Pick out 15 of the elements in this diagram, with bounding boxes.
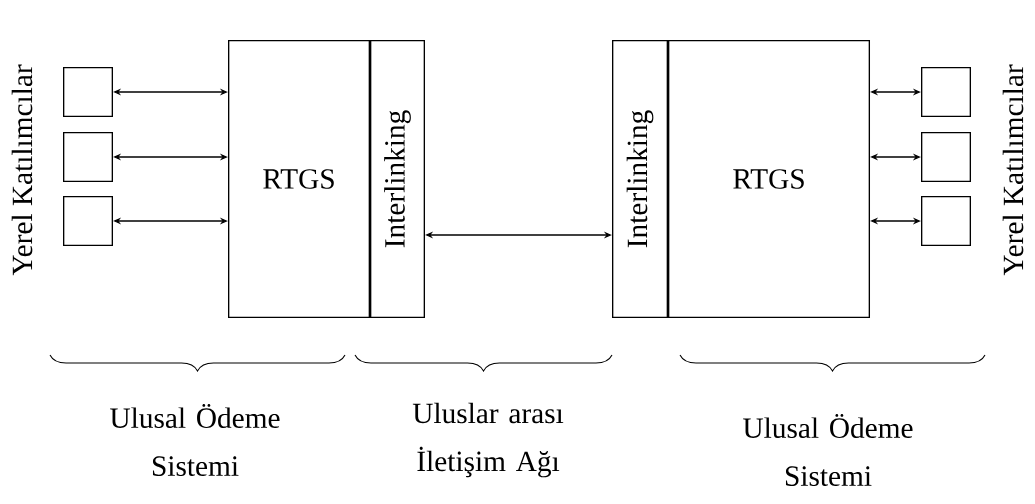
system-box: RTGS — [668, 40, 870, 318]
section-label: Ulusal Ödeme Sistemi — [743, 414, 913, 487]
section-label: Uluslar arası İletişim Ağı — [412, 402, 564, 478]
side-label: Yerel Katılımcılar — [11, 64, 33, 276]
participant-box — [921, 67, 971, 117]
interlinking-band: Interlinking — [612, 40, 668, 318]
participant-box — [921, 196, 971, 246]
participant-box — [63, 196, 113, 246]
participant-box — [63, 132, 113, 182]
section-label: Ulusal Ödeme Sistemi — [110, 404, 280, 477]
participant-box — [63, 67, 113, 117]
side-label: Yerel Katılımcılar — [1002, 64, 1024, 276]
interlinking-band: Interlinking — [370, 40, 425, 318]
participant-box — [921, 132, 971, 182]
system-box: RTGS — [228, 40, 370, 318]
